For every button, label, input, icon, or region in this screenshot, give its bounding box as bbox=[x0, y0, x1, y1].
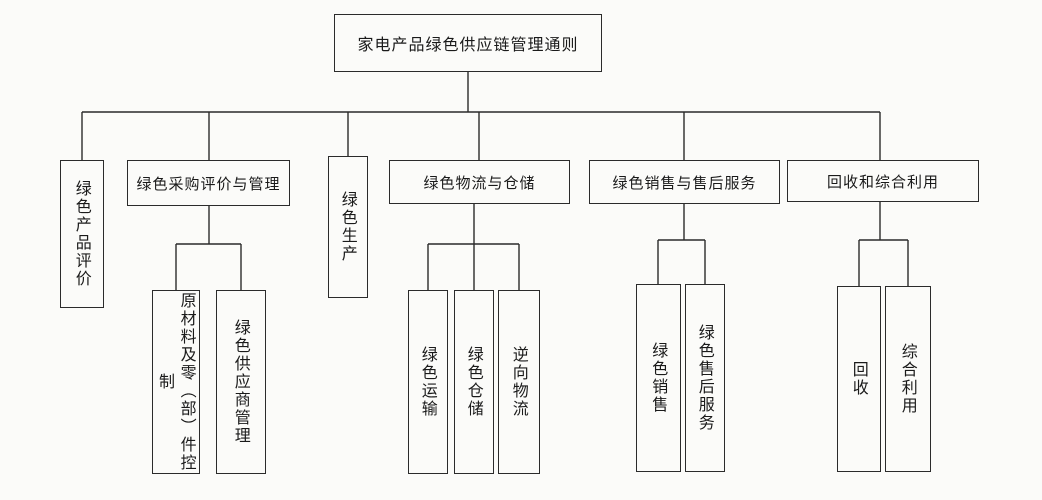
node-recycle: 回收和综合利用 bbox=[787, 160, 979, 202]
node-green-production: 绿色生产 bbox=[328, 156, 368, 298]
node-reverse-logistics: 逆向物流 bbox=[498, 290, 540, 474]
node-green-sales: 绿色销售与售后服务 bbox=[589, 160, 780, 204]
root-node: 家电产品绿色供应链管理通则 bbox=[334, 14, 602, 72]
node-green-transport: 绿色运输 bbox=[408, 290, 448, 474]
node-recovery: 回收 bbox=[837, 286, 881, 472]
node-comprehensive-use: 综合利用 bbox=[885, 286, 931, 472]
node-green-logistics: 绿色物流与仓储 bbox=[389, 160, 570, 204]
node-green-purchase: 绿色采购评价与管理 bbox=[127, 160, 290, 206]
node-green-sales-leaf: 绿色销售 bbox=[636, 284, 681, 472]
node-green-product-evaluation: 绿色产品评价 bbox=[60, 160, 104, 308]
node-supplier-management: 绿色供应商管理 bbox=[216, 290, 266, 474]
node-material-control: 原材料及零（部）件控制 bbox=[152, 290, 200, 474]
node-green-warehouse: 绿色仓储 bbox=[454, 290, 494, 474]
node-after-sales-service: 绿色售后服务 bbox=[685, 284, 725, 472]
